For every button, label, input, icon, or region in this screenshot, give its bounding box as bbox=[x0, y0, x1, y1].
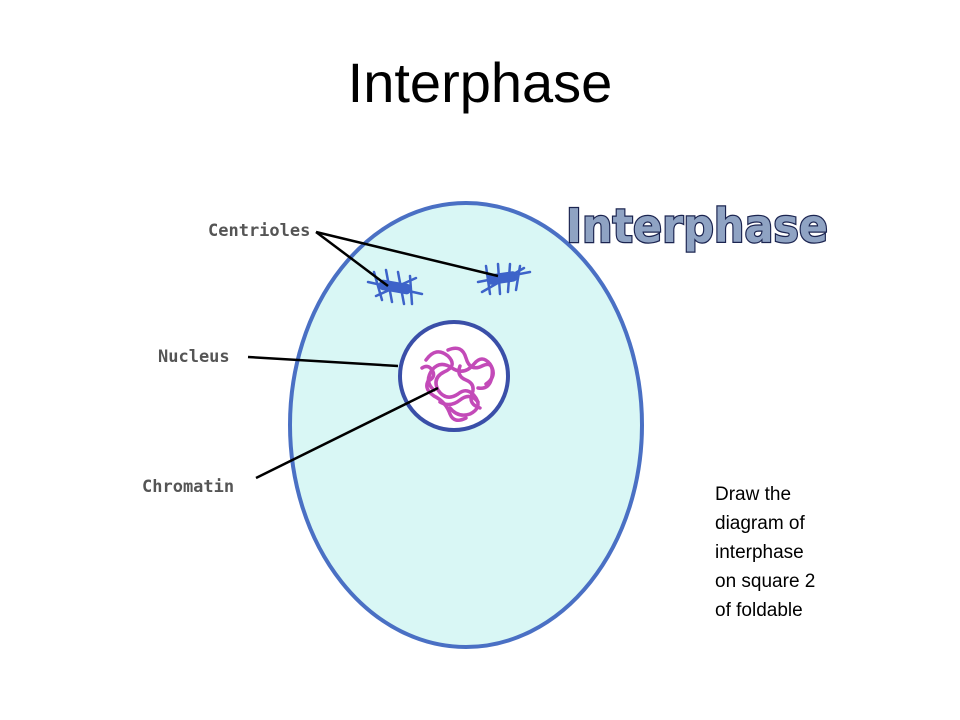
pointer-lines bbox=[247, 230, 499, 480]
nucleus-pointer bbox=[247, 355, 399, 368]
centriole-left bbox=[366, 268, 424, 306]
label-centrioles: Centrioles bbox=[208, 221, 310, 241]
interphase-diagram: Centrioles Nucleus Chromatin Interphase bbox=[142, 198, 829, 649]
instruction-text: Draw the diagram of interphase on square… bbox=[715, 484, 816, 621]
diagram-heading: Interphase bbox=[566, 199, 828, 253]
chromatin-pointer bbox=[255, 386, 439, 480]
label-nucleus: Nucleus bbox=[158, 347, 230, 367]
slide-title: Interphase bbox=[347, 51, 613, 114]
centriole-right bbox=[476, 262, 532, 296]
chromatin bbox=[420, 346, 495, 422]
centrioles-pointer-right bbox=[315, 230, 499, 278]
centrioles-pointer-left bbox=[315, 231, 389, 287]
label-chromatin: Chromatin bbox=[142, 477, 234, 497]
nucleus bbox=[398, 320, 510, 432]
